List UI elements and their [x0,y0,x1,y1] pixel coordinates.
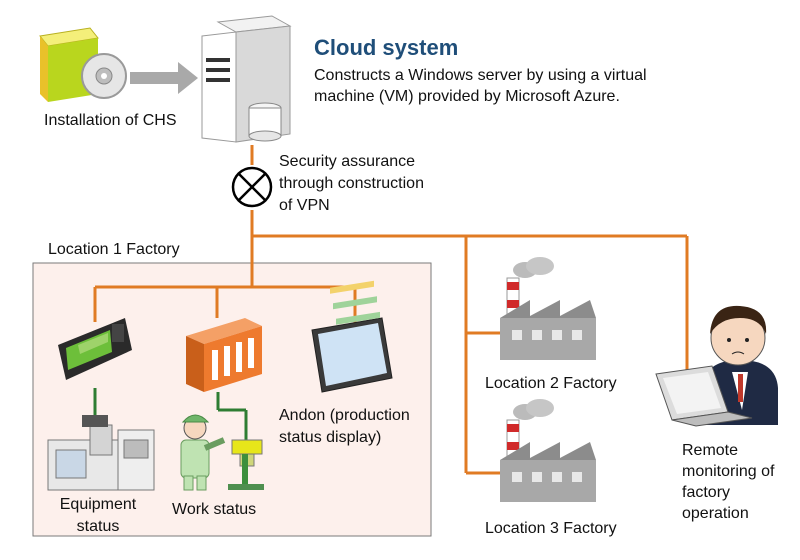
factory-2-icon [500,257,596,360]
andon-label-line2: status display) [279,429,382,446]
remote-label-line1: Remote [682,442,739,459]
location2-label: Location 2 Factory [485,375,617,392]
andon-label-line1: Andon (production [279,407,410,424]
worker-icon [180,414,226,491]
work-status-label: Work status [172,501,257,518]
location3-label: Location 3 Factory [485,520,617,537]
installation-label: Installation of CHS [44,112,177,129]
remote-label-line2: monitoring of [682,463,775,480]
drill-press-icon [228,439,264,490]
machine-tool-icon [47,415,155,491]
install-arrow [130,62,198,94]
vpn-label-line3: of VPN [279,197,330,214]
network-lines [93,145,689,475]
equipment-status-line2: status [76,518,120,535]
cloud-description-line2: machine (VM) provided by Microsoft Azure… [314,88,620,105]
factory-3-icon [500,399,596,502]
location1-title: Location 1 Factory [48,241,180,258]
remote-label-line4: operation [682,505,749,522]
remote-operator-icon [655,305,778,427]
vpn-security-icon [231,166,273,208]
modular-controller-icon [186,318,262,392]
equipment-status-line1: Equipment [59,496,137,513]
cloud-description-line1: Constructs a Windows server by using a v… [314,67,647,84]
remote-label-line3: factory [682,484,731,501]
cloud-server-icon [201,15,292,143]
cloud-system-title: Cloud system [314,35,459,60]
software-package-icon [39,27,127,102]
plc-controller-icon [58,318,132,380]
vpn-label-line2: through construction [279,175,424,192]
vpn-label-line1: Security assurance [279,153,416,170]
device-lines [93,388,248,440]
andon-display-icon [311,280,393,393]
